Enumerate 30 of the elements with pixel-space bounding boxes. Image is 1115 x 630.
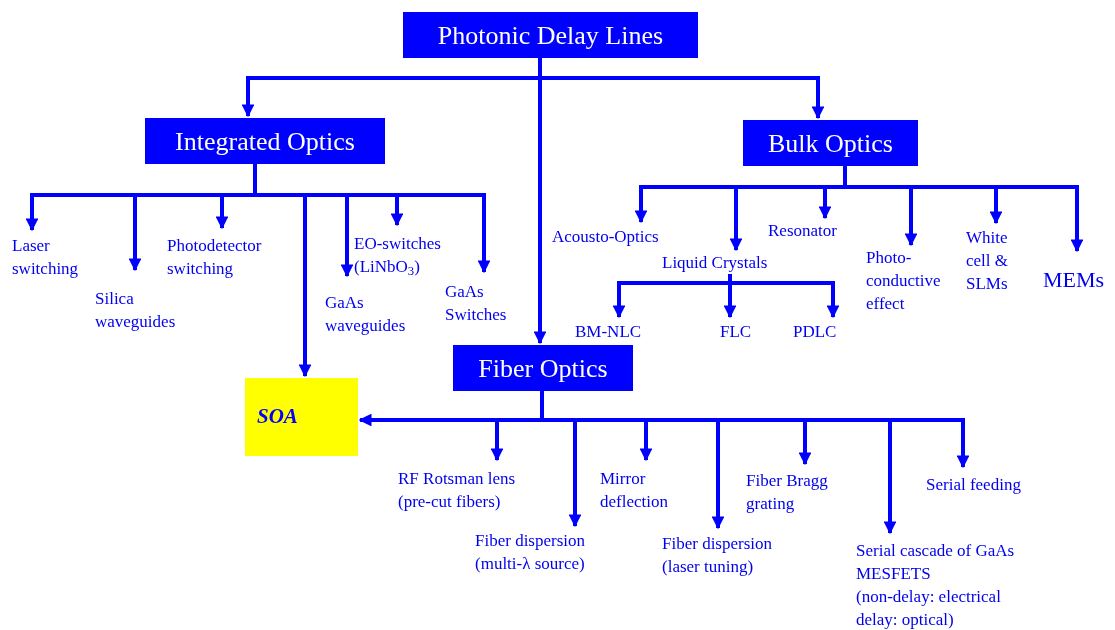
category-box: Bulk Optics (743, 120, 918, 166)
leaf-label: Laser switching (12, 235, 102, 281)
leaf-label: Mirror deflection (600, 468, 695, 514)
leaf-label: Fiber Bragg grating (746, 470, 856, 516)
leaf-label: Resonator (768, 220, 858, 243)
leaf-label: Fiber dispersion (multi-λ source) (475, 530, 625, 576)
leaf-label: PDLC (793, 321, 848, 344)
leaf-label: Fiber dispersion (laser tuning) (662, 533, 807, 579)
leaf-label: Serial feeding (926, 474, 1051, 497)
leaf-label: Acousto-Optics (552, 226, 687, 249)
leaf-label: Photo-conductive effect (866, 247, 961, 316)
leaf-label: Serial cascade of GaAs MESFETS (non-delay: electrical delay: optical) (856, 540, 1038, 630)
leaf-label: Photodetector switching (167, 235, 292, 281)
leaf-label: GaAs waveguides (325, 292, 430, 338)
leaf-label: White cell & SLMs (966, 227, 1026, 296)
arrow (253, 164, 312, 378)
leaf-label: GaAs Switches (445, 281, 530, 327)
leaf-label: Liquid Crystals (662, 252, 792, 275)
leaf-label: EO-switches (LiNbO$_{3}$) (354, 233, 469, 279)
leaf-label: MEMs (1043, 266, 1113, 295)
category-box: Photonic Delay Lines (403, 12, 698, 58)
highlight-box: SOA (245, 378, 358, 456)
leaf-label: FLC (720, 321, 760, 344)
arrow (728, 274, 840, 319)
category-box: Integrated Optics (145, 118, 385, 164)
leaf-label: RF Rotsman lens (pre-cut fibers) (398, 468, 548, 514)
category-box: Fiber Optics (453, 345, 633, 391)
leaf-label: BM-NLC (575, 321, 660, 344)
leaf-label: Silica waveguides (95, 288, 205, 334)
arrow (540, 391, 970, 469)
